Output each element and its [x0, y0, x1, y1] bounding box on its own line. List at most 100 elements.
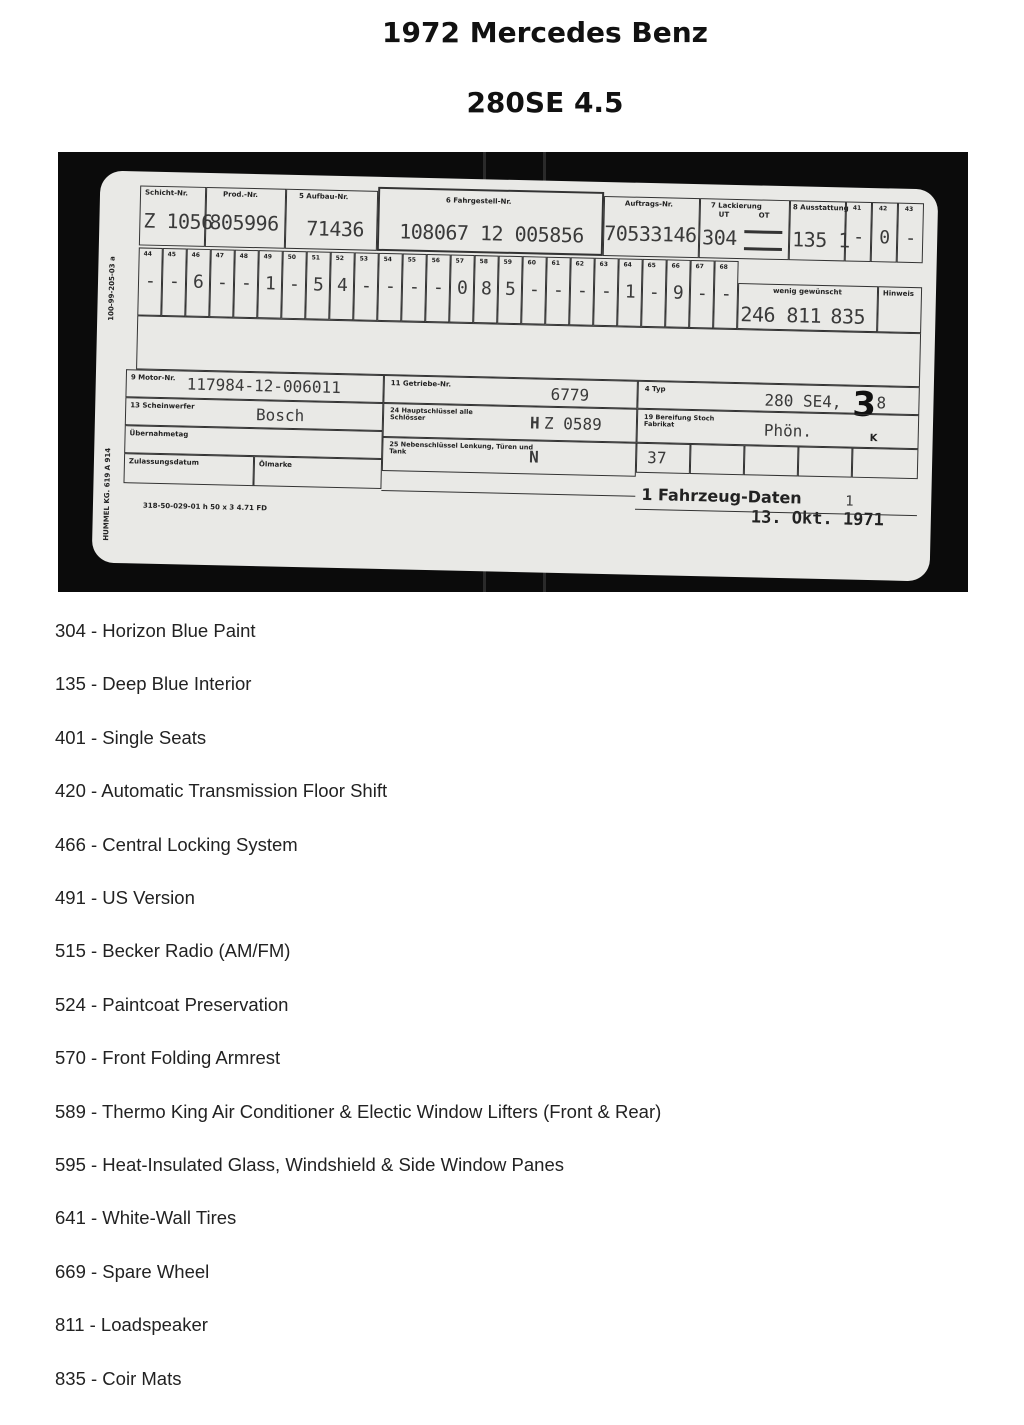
option-code-mark: - [720, 283, 732, 305]
option-code-mark: - [528, 279, 540, 301]
extra-option-mark: - [904, 227, 916, 250]
option-code-mark: 5 [504, 278, 516, 300]
bereifung-k: K [869, 433, 878, 445]
option-code-cell: 45- [161, 247, 187, 317]
option-code-number: 60 [527, 259, 537, 267]
hauptschl-cell: 24 Hauptschlüssel alle Schlösser H Z 058… [382, 403, 638, 443]
lackierung-cell: 7 Lackierung UT OT 304 [698, 198, 791, 261]
option-code-number: 61 [551, 259, 561, 267]
option-code-cell: 68- [713, 260, 739, 330]
option-code-cell: 54- [377, 252, 403, 322]
scheinwerfer-value: Bosch [255, 405, 305, 426]
option-code-number: 67 [695, 263, 704, 271]
option-item: 641 - White-Wall Tires [55, 1207, 237, 1229]
option-item: 491 - US Version [55, 887, 195, 908]
option-code-number: 55 [407, 256, 417, 264]
option-code-cell: 44 - [137, 247, 163, 316]
option-code-number: 49 [263, 253, 273, 261]
option-code-mark: 9 [672, 282, 684, 304]
option-code-cell: 56 - [425, 253, 451, 323]
option-item: 595 - Heat-Insulated Glass, Windshield &… [55, 1154, 565, 1175]
option-code-mark: - [240, 272, 252, 294]
option-item: 589 - Thermo King Air Conditioner & Elec… [55, 1100, 662, 1122]
option-code-cell: 67- [689, 259, 715, 329]
option-code-cell: 57 0 [449, 254, 475, 324]
option-item: 420 - Automatic Transmission Floor Shift [55, 780, 388, 802]
form-code: 318-50-029-01 h 50 x 3 4.71 FD [142, 501, 268, 513]
motor-value: 117984-12-006011 [186, 374, 342, 398]
option-code-cell: 47 - [209, 249, 235, 318]
option-code-mark: - [432, 277, 444, 299]
option-item: 515 - Becker Radio (AM/FM) [55, 940, 291, 962]
option-code-mark: - [600, 280, 612, 303]
side-code-bottom: HUMMEL KG. 619 A 914 [102, 447, 113, 541]
cell-37: 37 [635, 442, 691, 474]
option-code-number: 57 [455, 257, 465, 265]
option-item: 669 - Spare Wheel [55, 1260, 210, 1282]
side-code-top: 100-99-205-03 a [107, 256, 117, 321]
option-code-mark: - [144, 270, 156, 292]
option-item: 811 - Loadspeaker [55, 1314, 208, 1336]
typ-suffix: 8 [876, 393, 887, 413]
option-code-mark: 1 [624, 281, 636, 303]
option-code-cell: 53- [353, 252, 379, 321]
data-card-photo: 100-99-205-03 a HUMMEL KG. 619 A 914 Sch… [58, 152, 968, 592]
fahrgestell-value: 108067 12 005856 [398, 219, 585, 248]
option-code-number: 47 [215, 252, 225, 260]
extra-option-cell: 43- [896, 202, 925, 264]
option-code-mark: - [360, 275, 372, 297]
option-item: 524 - Paintcoat Preservation [55, 993, 289, 1015]
option-code-number: 50 [287, 253, 297, 261]
option-code-number: 51 [311, 254, 321, 262]
option-code-mark: - [648, 282, 660, 304]
option-code-mark: 6 [192, 271, 204, 293]
option-code-number: 56 [431, 257, 441, 265]
bereifung-value: Phön. [763, 420, 813, 441]
option-item: 570 - Front Folding Armrest [55, 1047, 281, 1069]
extra-option-mark: 0 [878, 227, 890, 249]
wenig-value-3: 835 [830, 304, 866, 329]
option-item: 401 - Single Seats [55, 726, 207, 748]
option-code-mark: - [384, 276, 396, 298]
auftrags-value: 70533146 [603, 220, 697, 248]
nebenschl-value: N [528, 447, 540, 467]
prod-value: 805996 [209, 210, 279, 236]
aufbau-value: 71436 [306, 216, 365, 242]
zulassung-cell: Zulassungsdatum [123, 453, 255, 487]
option-code-mark: - [408, 276, 420, 298]
option-code-number: 58 [479, 258, 489, 266]
extra-option-cell: 42 0 [870, 202, 899, 263]
option-code-cell: 61 - [545, 256, 571, 326]
option-code-number: 59 [503, 258, 513, 266]
extra-option-number: 42 [878, 205, 888, 213]
option-code-mark: 0 [456, 277, 468, 299]
aufbau-cell: 5 Aufbau-Nr. 71436 [284, 188, 379, 251]
option-item: 466 - Central Locking System [55, 833, 298, 855]
page-title: 1972 Mercedes Benz [382, 16, 708, 49]
option-code-number: 52 [335, 254, 345, 263]
option-code-number: 44 [143, 250, 153, 258]
hauptschl-value: Z 0589 [543, 413, 602, 434]
lackierung-value: 304 [701, 225, 738, 250]
extra-option-number: 41 [852, 204, 862, 212]
option-item: 835 - Coir Mats [55, 1367, 182, 1389]
option-code-cell: 64 1 [617, 258, 643, 327]
ausstattung-cell: 8 Ausstattung 135 1 [788, 200, 850, 262]
typ-value: 280 SE4, [764, 390, 842, 412]
wenig-value-1: 246 [740, 302, 776, 327]
option-code-mark: - [216, 272, 228, 294]
nebenschl-cell: 25 Nebenschlüssel Lenkung, Türen und Tan… [381, 437, 637, 477]
option-code-number: 45 [167, 251, 177, 259]
schicht-value: Z 1056 [143, 208, 213, 235]
option-code-number: 46 [191, 251, 201, 259]
option-code-number: 64 [623, 261, 632, 269]
schicht-cell: Schicht-Nr. Z 1056 [138, 185, 213, 247]
option-item: 135 - Deep Blue Interior [55, 673, 252, 695]
prod-cell: Prod.-Nr. 805996 [204, 186, 287, 249]
option-code-mark: - [552, 279, 564, 302]
fahrzeug-daten-label: 1 Fahrzeug-Daten [641, 484, 802, 508]
option-code-number: 48 [239, 252, 249, 260]
